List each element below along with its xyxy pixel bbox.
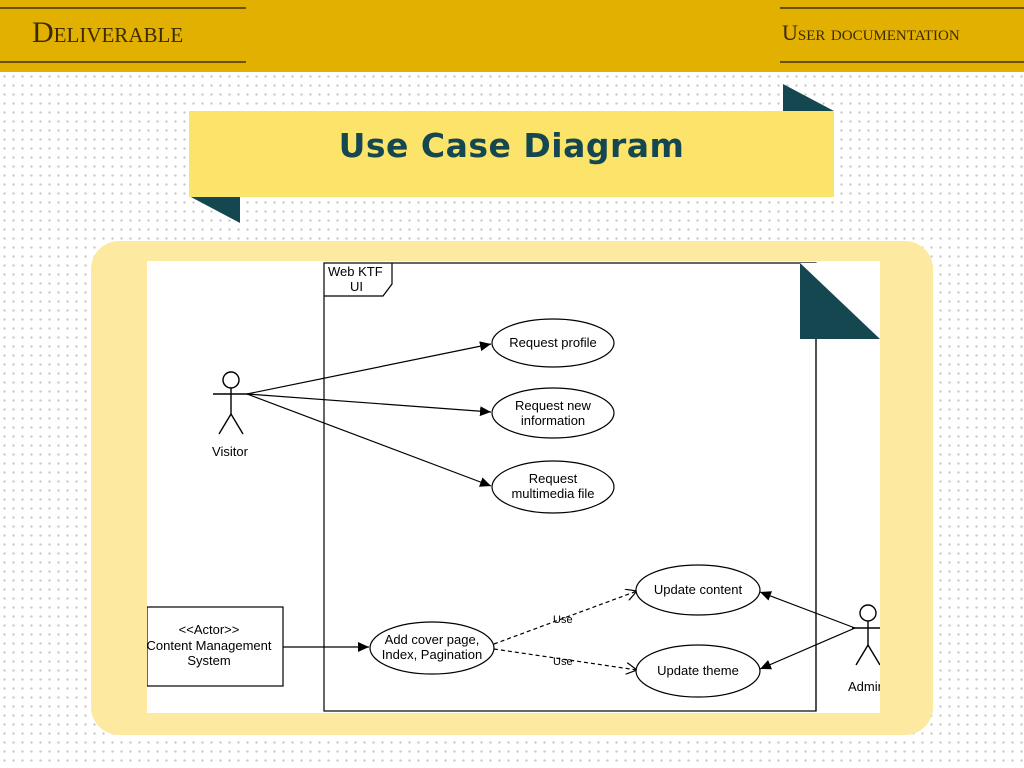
use-case-request-new-info-line2: information xyxy=(521,413,585,428)
use-case-request-new-info-line1: Request new xyxy=(515,398,591,413)
visitor-actor-figure xyxy=(213,371,249,435)
use-case-request-new-info xyxy=(491,387,615,439)
slide-title: Use Case Diagram xyxy=(338,126,685,165)
title-banner xyxy=(189,111,834,197)
use-case-request-profile xyxy=(491,318,615,368)
use-case-diagram: Web KTF UI Visitor Request profile Reque… xyxy=(147,261,880,713)
visitor-to-request-multimedia xyxy=(246,393,492,487)
relation-use-update-theme-label: Use xyxy=(553,656,573,668)
cms-actor-box xyxy=(147,606,284,687)
header-band xyxy=(0,0,1024,72)
use-case-update-theme xyxy=(635,644,761,698)
use-case-add-cover-page xyxy=(369,621,495,675)
header-left-frame xyxy=(0,7,246,63)
use-case-request-multimedia xyxy=(491,460,615,514)
header-left-title: Deliverable xyxy=(32,16,184,49)
use-case-update-theme-label: Update theme xyxy=(657,663,739,678)
use-case-request-profile-label: Request profile xyxy=(509,335,596,350)
visitor-to-request-new-info xyxy=(246,393,492,417)
use-case-request-multimedia-line1: Request xyxy=(529,471,578,486)
admin-actor-label: Admin xyxy=(848,679,880,694)
use-case-add-cover-page-line1: Add cover page, xyxy=(385,632,480,647)
system-boundary-tab xyxy=(324,263,393,297)
admin-actor-figure xyxy=(852,604,880,666)
diagram-corner-fold xyxy=(800,263,880,339)
relation-use-update-theme xyxy=(493,648,637,670)
banner-fold-bottom-left xyxy=(189,196,240,223)
admin-to-update-theme xyxy=(759,627,856,670)
use-case-request-multimedia-line2: multimedia file xyxy=(511,486,594,501)
visitor-actor-label: Visitor xyxy=(212,444,249,459)
visitor-to-request-profile xyxy=(246,341,492,395)
cms-actor-name-line1: Content Management xyxy=(147,638,272,653)
cms-actor-name-line2: System xyxy=(187,653,230,668)
header-right-title: User documentation xyxy=(782,20,960,45)
cms-actor-stereotype: <<Actor>> xyxy=(179,622,240,637)
use-case-update-content-label: Update content xyxy=(654,582,743,597)
admin-to-update-content xyxy=(759,591,856,629)
use-case-add-cover-page-line2: Index, Pagination xyxy=(382,647,482,662)
banner-fold-top-right xyxy=(783,84,834,111)
relation-use-update-content-label: Use xyxy=(553,614,573,626)
relation-use-update-content xyxy=(493,591,637,645)
use-case-update-content xyxy=(635,564,761,616)
system-name-line2: UI xyxy=(350,279,363,294)
system-name-line1: Web KTF xyxy=(328,264,383,279)
header-right-frame xyxy=(780,7,1024,63)
